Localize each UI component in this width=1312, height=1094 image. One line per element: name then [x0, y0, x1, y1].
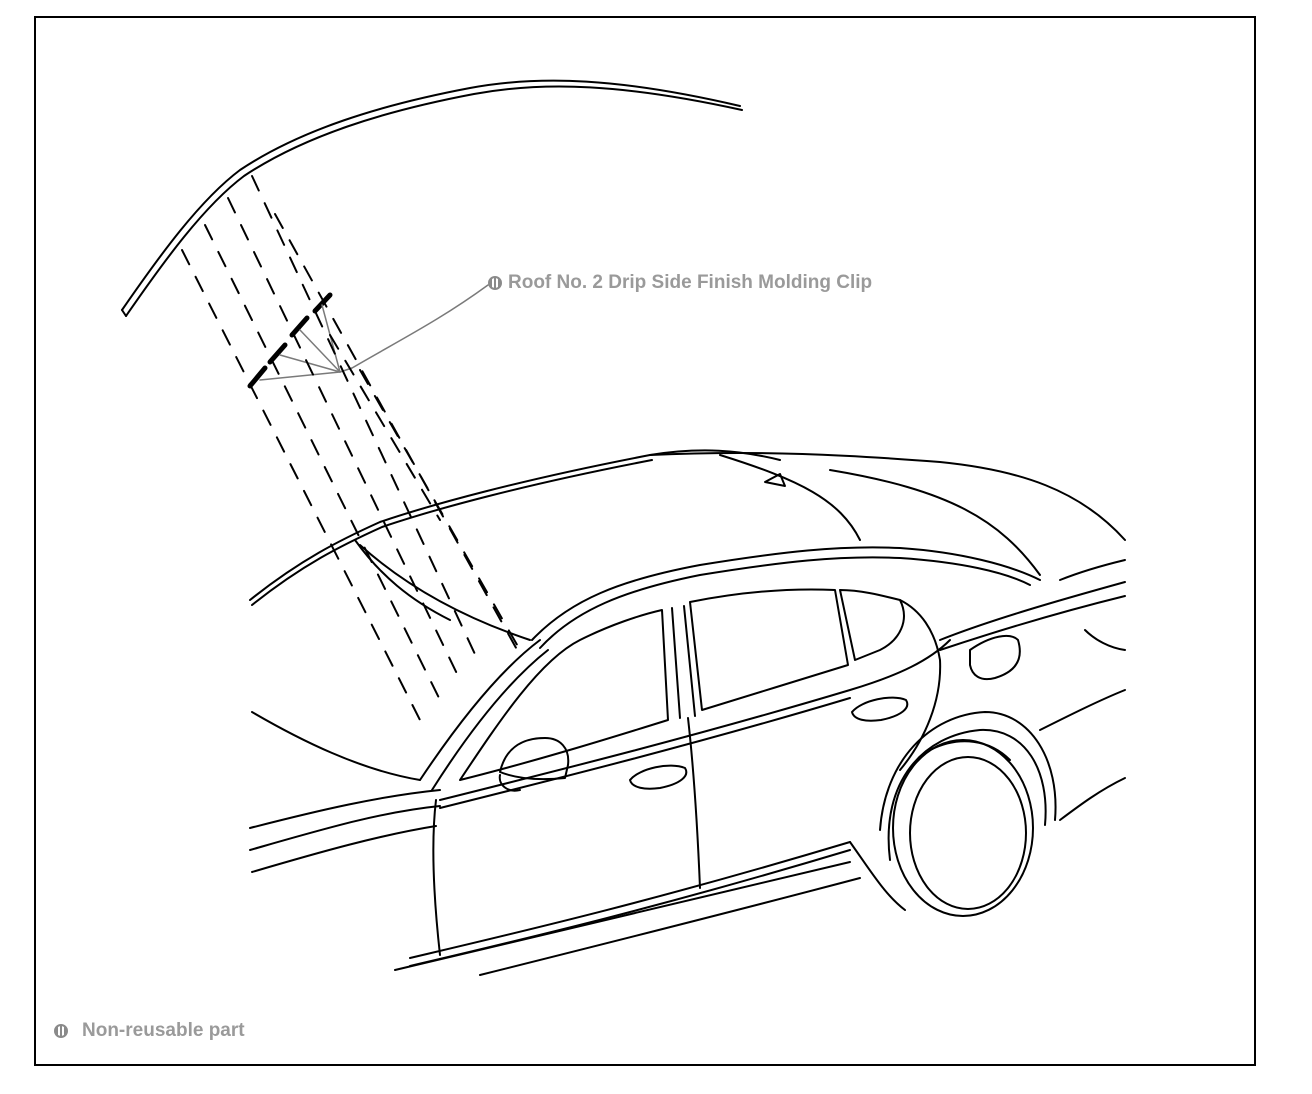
diagram-frame [34, 16, 1256, 1066]
non-reusable-symbol-icon [54, 1024, 68, 1038]
vehicle-body [249, 449, 1126, 976]
legend-label: Non-reusable part [82, 1020, 245, 1041]
clip-label: Roof No. 2 Drip Side Finish Molding Clip [508, 272, 873, 293]
molding-clips [247, 292, 333, 389]
non-reusable-symbol-icon [488, 276, 502, 290]
drip-side-finish-molding [121, 79, 743, 317]
clip-callout: Roof No. 2 Drip Side Finish Molding Clip [488, 272, 872, 294]
legend: Non-reusable part [54, 1020, 245, 1042]
installation-guide-lines [181, 175, 521, 721]
